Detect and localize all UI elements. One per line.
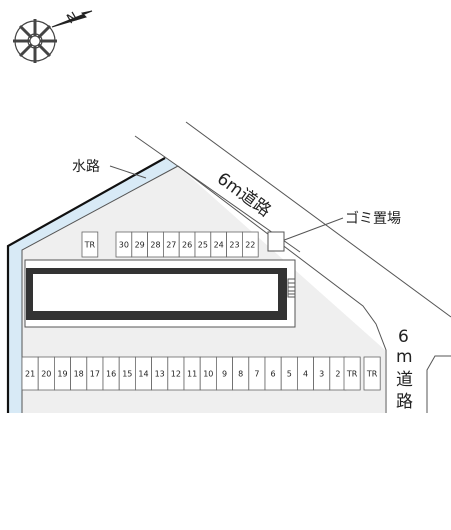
road-right-char-1: 6 bbox=[398, 327, 409, 347]
parking-slot-label: 20 bbox=[41, 370, 51, 379]
road-right-label: 6 m 道 路 bbox=[396, 327, 413, 412]
north-arrow-icon bbox=[51, 10, 93, 28]
road-right-char-2: m bbox=[396, 347, 413, 367]
parking-slot-label: 5 bbox=[287, 370, 292, 379]
parking-slot-label: 12 bbox=[171, 370, 181, 379]
parking-slot bbox=[363, 356, 381, 391]
parking-slot-label: 19 bbox=[57, 370, 67, 379]
parking-slot-label: 21 bbox=[25, 370, 35, 379]
parking-slot-label: 10 bbox=[203, 370, 213, 379]
parking-slot-label: TR bbox=[366, 370, 378, 379]
garbage-label: ゴミ置場 bbox=[345, 210, 401, 227]
parking-slot-label: 24 bbox=[214, 241, 224, 250]
parking-slot bbox=[241, 231, 259, 258]
parking-slot-label: 2 bbox=[335, 370, 340, 379]
parking-row-bottom: 21 20 19 18 17 16 15 14 13 12 11 10 9 8 7 6 5 4 3 2 TR TR bbox=[21, 356, 381, 391]
parking-slot-label: 3 bbox=[319, 370, 324, 379]
road-right-edge bbox=[426, 355, 451, 413]
parking-slot-label: 16 bbox=[106, 370, 116, 379]
compass: N bbox=[13, 10, 93, 63]
waterway-leader bbox=[109, 165, 147, 179]
parking-slot-label: 25 bbox=[198, 241, 208, 250]
parking-slot-label: 29 bbox=[135, 241, 145, 250]
road-right-char-3: 道 bbox=[396, 370, 413, 390]
parking-slot-label: 4 bbox=[303, 370, 308, 379]
parking-slot bbox=[81, 231, 99, 258]
compass-n-label: N bbox=[65, 10, 81, 28]
parking-slot-label: 11 bbox=[187, 370, 197, 379]
parking-slot-label: 8 bbox=[238, 370, 243, 379]
parking-slot bbox=[343, 356, 361, 391]
stairs-icon bbox=[287, 278, 296, 298]
site-outline bbox=[177, 165, 387, 413]
waterway-label: 水路 bbox=[72, 159, 100, 175]
road-top-edge-2 bbox=[185, 121, 451, 318]
parking-slot-label: 22 bbox=[245, 241, 255, 250]
waterway-channel bbox=[8, 158, 178, 413]
garbage-leader bbox=[278, 217, 344, 243]
parking-slot-label: 30 bbox=[119, 241, 129, 250]
parking-slot-label: 9 bbox=[222, 370, 227, 379]
road-right-char-4: 路 bbox=[396, 392, 413, 412]
building bbox=[24, 259, 296, 328]
parking-slot-label: 6 bbox=[271, 370, 276, 379]
parking-slot-label: 18 bbox=[74, 370, 84, 379]
building-inner bbox=[33, 274, 278, 311]
parking-row-top: TR 30 29 28 27 26 25 24 23 22 bbox=[81, 231, 259, 258]
garbage-area bbox=[267, 231, 285, 252]
parking-slot-label: 23 bbox=[229, 241, 239, 250]
parking-slot-label: 17 bbox=[90, 370, 100, 379]
parking-slot-label: 27 bbox=[166, 241, 176, 250]
parking-slot-label: 14 bbox=[138, 370, 148, 379]
parking-slot-label: TR bbox=[84, 241, 96, 250]
parking-slot-label: 7 bbox=[254, 370, 259, 379]
parking-slot-label: 28 bbox=[150, 241, 160, 250]
parking-slot-label: 26 bbox=[182, 241, 192, 250]
waterway-edge-outer bbox=[6, 157, 166, 413]
parking-slot-label: 13 bbox=[155, 370, 165, 379]
parking-slot-label: 15 bbox=[122, 370, 132, 379]
parking-slot-label: TR bbox=[346, 370, 358, 379]
